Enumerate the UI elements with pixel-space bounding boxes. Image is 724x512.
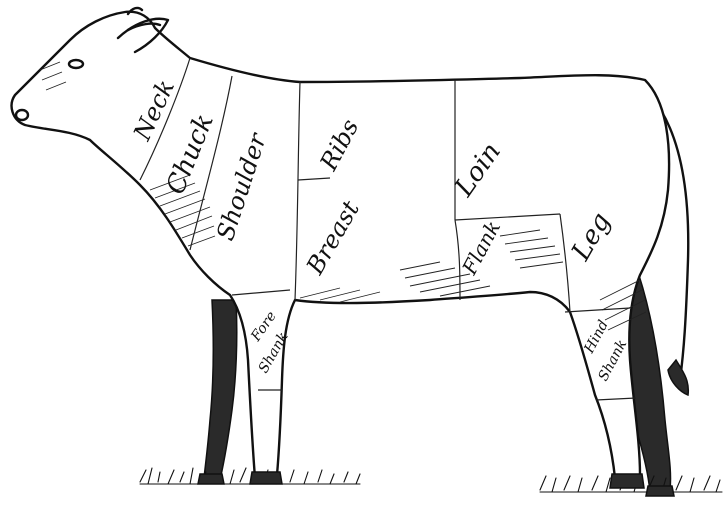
far-fore-leg [204,300,237,480]
